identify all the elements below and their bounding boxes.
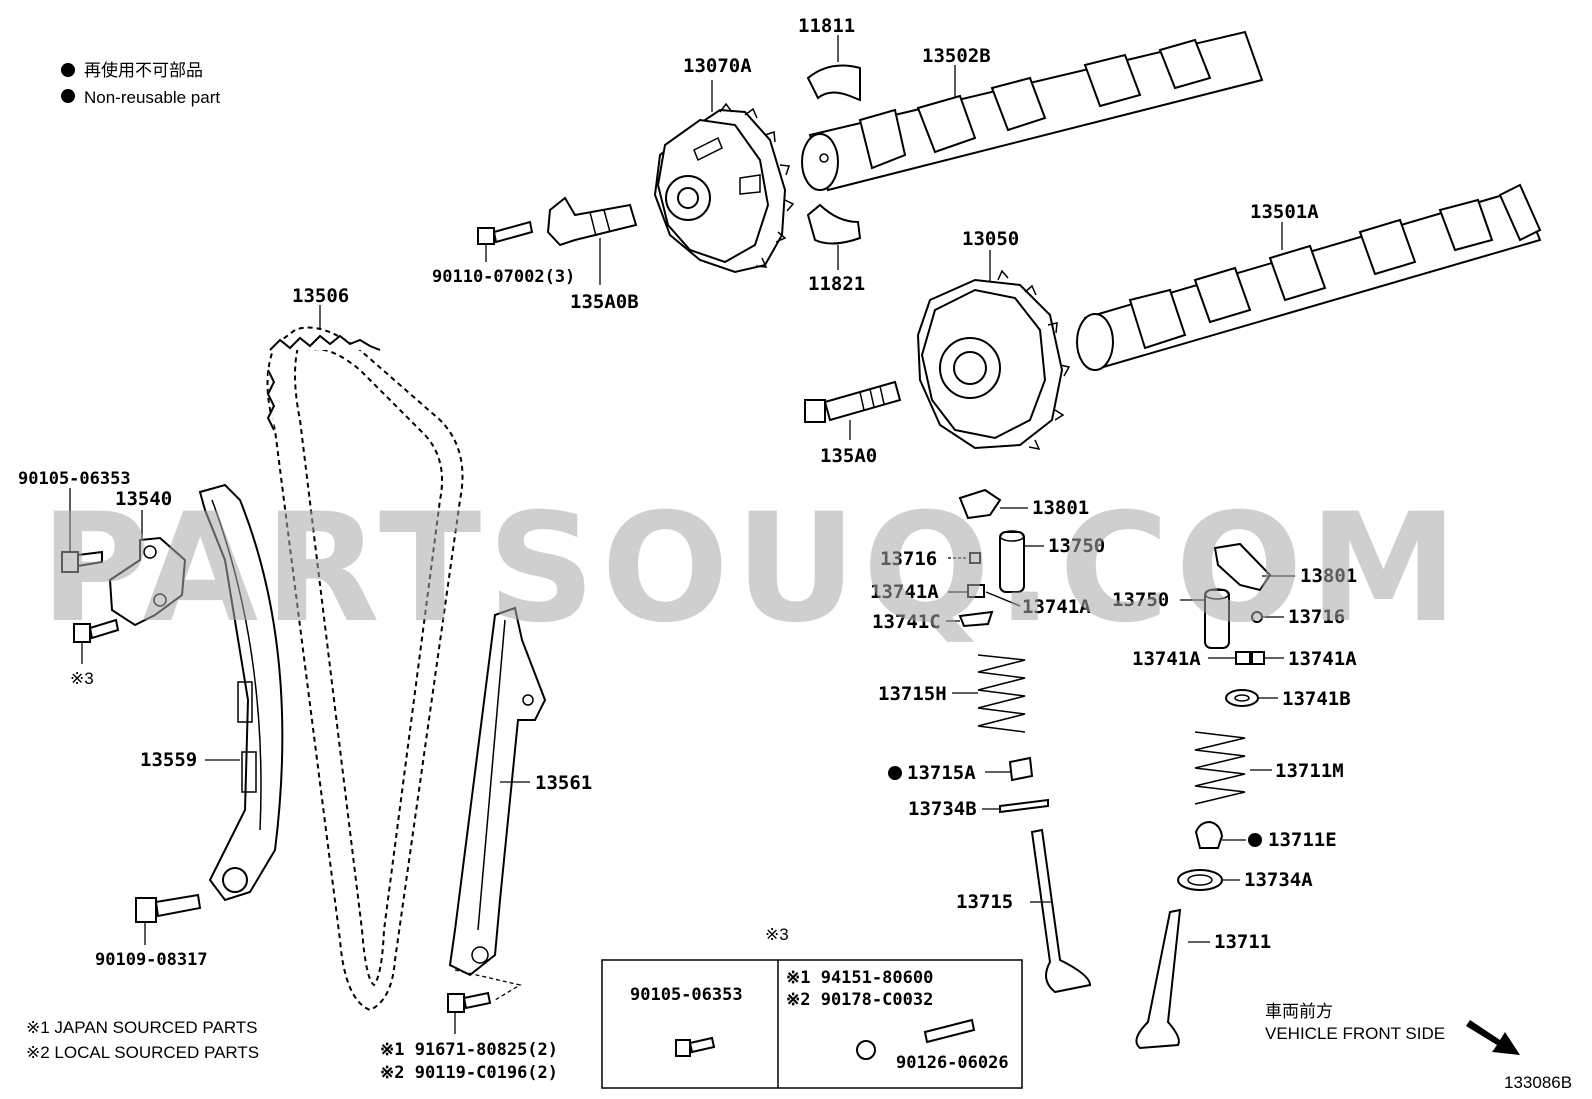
direction-en: VEHICLE FRONT SIDE xyxy=(1265,1024,1445,1043)
bolt-90110-07002[interactable] xyxy=(477,220,534,245)
bolt-90105-06353[interactable] xyxy=(61,550,103,573)
camshaft-13501A[interactable] xyxy=(1076,183,1542,371)
oil-control-valve-bolt-135A0[interactable] xyxy=(804,380,902,423)
callout-right-part: 90126-06026 xyxy=(896,1053,1009,1073)
watermark: PARTSOUQ.COM xyxy=(40,482,1464,656)
camshaft-timing-gear-13070A[interactable] xyxy=(653,102,795,274)
label-ref3: ※3 xyxy=(70,669,94,688)
label-90109-08317: 90109-08317 xyxy=(95,950,208,970)
label-90110-07002: 90110-07002(3) xyxy=(432,267,575,287)
bolt-chain-guide[interactable] xyxy=(447,991,492,1013)
label-13741A-1: 13741A xyxy=(870,581,939,603)
chain-tensioner-13540[interactable] xyxy=(108,536,187,627)
intake-valve-13715[interactable] xyxy=(1030,828,1092,994)
valve-seal-13711E[interactable] xyxy=(1194,820,1224,849)
legend-en: Non-reusable part xyxy=(84,88,220,107)
non-reusable-bullet-icon xyxy=(61,89,75,103)
legend: 再使用不可部品 Non-reusable part xyxy=(61,60,220,107)
callout-box: ※3 90105-06353 ※1 94151-80600 ※2 90178-C… xyxy=(601,925,1023,1089)
diagram-code: 133086B xyxy=(1504,1073,1572,1092)
exhaust-valve-13711[interactable] xyxy=(1135,908,1182,1050)
chain-guide-13561[interactable] xyxy=(448,606,547,1001)
non-reusable-bullet-icon xyxy=(1248,833,1262,847)
bolt-90109-08317[interactable] xyxy=(135,893,202,923)
arrow-icon xyxy=(1466,1020,1520,1055)
non-reusable-bullet-icon xyxy=(61,63,75,77)
callout-right-line2: ※2 90178-C0032 xyxy=(786,990,933,1010)
label-13734A: 13734A xyxy=(1244,869,1313,891)
label-13501A: 13501A xyxy=(1250,201,1319,223)
label-13715: 13715 xyxy=(956,891,1013,913)
timing-chain-13506[interactable] xyxy=(266,326,464,1012)
label-13540: 13540 xyxy=(115,488,172,510)
callout-box-title: ※3 xyxy=(765,925,789,944)
cap-13716[interactable] xyxy=(969,552,981,564)
valve-spring-13715H[interactable] xyxy=(977,654,1026,735)
label-13741B: 13741B xyxy=(1282,688,1351,710)
label-13734B: 13734B xyxy=(908,798,977,820)
label-13711E: 13711E xyxy=(1268,829,1337,851)
nut-icon xyxy=(856,1040,876,1060)
label-13715A: 13715A xyxy=(907,762,976,784)
rocker-arm-13801[interactable] xyxy=(958,488,1002,520)
camshaft-13502B[interactable] xyxy=(801,30,1264,192)
valve-seal-13715A[interactable] xyxy=(1008,756,1034,782)
bolt-icon xyxy=(675,1039,691,1057)
label-13716-right: 13716 xyxy=(1288,606,1345,628)
camshaft-timing-gear-13050[interactable] xyxy=(916,269,1071,451)
lash-adjuster-13750[interactable] xyxy=(999,530,1025,593)
footnote-local: ※2 LOCAL SOURCED PARTS xyxy=(26,1043,259,1062)
label-13711: 13711 xyxy=(1214,931,1271,953)
chain-guide-13559[interactable] xyxy=(198,483,284,902)
label-13801-right: 13801 xyxy=(1300,565,1357,587)
label-11811: 11811 xyxy=(798,15,855,37)
non-reusable-bullet-icon xyxy=(888,766,902,780)
vehicle-front-direction: 車両前方 VEHICLE FRONT SIDE xyxy=(1265,1002,1520,1055)
label-13741A-4: 13741A xyxy=(1288,648,1357,670)
legend-jp: 再使用不可部品 xyxy=(84,60,203,80)
direction-jp: 車両前方 xyxy=(1265,1002,1333,1021)
label-90105-06353: 90105-06353 xyxy=(18,469,131,489)
label-11821: 11821 xyxy=(808,273,865,295)
camshaft-bearing-11811[interactable] xyxy=(806,64,861,102)
label-13506: 13506 xyxy=(292,285,349,307)
lash-adjuster-13750-right[interactable] xyxy=(1204,588,1230,649)
valve-guide-13734A[interactable] xyxy=(1177,869,1223,891)
label-135A0: 135A0 xyxy=(820,445,877,467)
label-13750-left: 13750 xyxy=(1048,535,1105,557)
label-13715H: 13715H xyxy=(878,683,947,705)
label-13050: 13050 xyxy=(962,228,1019,250)
keeper-13741A-left[interactable] xyxy=(967,584,985,598)
label-13741A-3: 13741A xyxy=(1132,648,1201,670)
callout-right-line1: ※1 94151-80600 xyxy=(786,968,933,988)
footnote-japan: ※1 JAPAN SOURCED PARTS xyxy=(26,1018,258,1037)
bolt-ref3[interactable] xyxy=(73,618,120,643)
label-13502B: 13502B xyxy=(922,45,991,67)
callout-left-part: 90105-06353 xyxy=(630,985,743,1005)
retainer-13741C[interactable] xyxy=(958,610,994,628)
cap-13716-right[interactable] xyxy=(1251,611,1263,623)
footnote-bolt1: ※1 91671-80825(2) xyxy=(380,1040,558,1060)
label-13801-left: 13801 xyxy=(1032,497,1089,519)
label-13741A-2: 13741A xyxy=(1022,596,1091,618)
label-13750-right: 13750 xyxy=(1112,589,1169,611)
label-13559: 13559 xyxy=(140,749,197,771)
label-13561: 13561 xyxy=(535,772,592,794)
label-135A0B: 135A0B xyxy=(570,291,639,313)
valve-guide-13734B[interactable] xyxy=(999,798,1049,814)
valve-spring-13711M[interactable] xyxy=(1194,731,1246,805)
rocker-arm-13801-right[interactable] xyxy=(1213,542,1272,592)
label-13741C: 13741C xyxy=(872,611,941,633)
retainer-13741B[interactable] xyxy=(1225,689,1259,707)
oil-control-valve-135A0B[interactable] xyxy=(546,196,638,247)
label-13716-left: 13716 xyxy=(880,548,937,570)
label-13711M: 13711M xyxy=(1275,760,1344,782)
camshaft-bearing-11821[interactable] xyxy=(806,203,862,245)
footnote-bolt2: ※2 90119-C0196(2) xyxy=(380,1063,558,1083)
label-13070A: 13070A xyxy=(683,55,752,77)
stud-icon xyxy=(923,1018,976,1044)
